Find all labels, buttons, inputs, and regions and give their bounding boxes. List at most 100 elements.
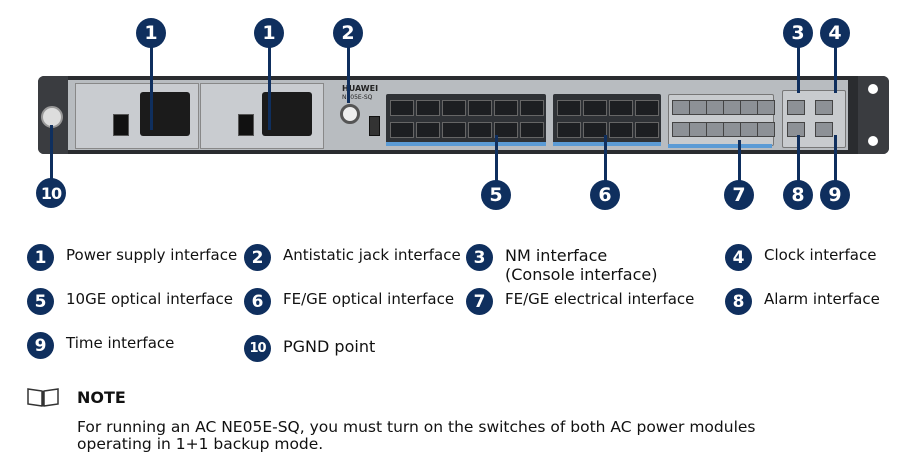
legend-item-8: 8 Alarm interface [725, 288, 880, 315]
leader-line [738, 140, 741, 181]
sfp-port [494, 122, 518, 138]
usb-port [369, 116, 380, 136]
ear-hole [868, 84, 878, 94]
sfp-port [635, 122, 659, 138]
leader-line [797, 45, 800, 93]
callout-8: 8 [783, 180, 813, 210]
rj45-port [672, 122, 690, 137]
leader-line [50, 125, 53, 180]
sfp-port [416, 100, 440, 116]
legend-label: Power supply interface [66, 246, 238, 264]
sfp-port [494, 100, 518, 116]
rj45-port [787, 100, 805, 115]
sfp-port [520, 100, 544, 116]
book-icon [26, 386, 60, 412]
legend-item-1: 1 Power supply interface [27, 244, 237, 271]
sfp-port [557, 122, 581, 138]
callout-7: 7 [724, 180, 754, 210]
sfp-port [609, 122, 633, 138]
power-switch-2 [238, 114, 254, 136]
legend-item-7: 7 FE/GE electrical interface [466, 288, 694, 315]
leader-line [604, 135, 607, 181]
rj45-port [689, 100, 707, 115]
legend-item-2: 2 Antistatic jack interface [244, 244, 461, 271]
model-label: NE05E-SQ [342, 94, 373, 101]
legend-label: NM interface (Console interface) [505, 246, 658, 284]
legend-label: Antistatic jack interface [283, 246, 461, 264]
legend-badge: 3 [466, 244, 493, 271]
callout-3: 3 [783, 18, 813, 48]
rj45-port [757, 100, 775, 115]
legend-label: Time interface [66, 334, 175, 352]
rj45-port [740, 100, 758, 115]
sfp-port [442, 100, 466, 116]
leader-line [268, 45, 271, 130]
legend-item-3: 3 NM interface (Console interface) [466, 244, 657, 284]
sfp-port [583, 122, 607, 138]
rj45-port [672, 100, 690, 115]
rj45-port [815, 122, 833, 137]
sfp-port [442, 122, 466, 138]
leader-line [834, 135, 837, 181]
rj45-port [689, 122, 707, 137]
legend-badge: 10 [244, 335, 271, 362]
note-text: For running an AC NE05E-SQ, you must tur… [77, 418, 756, 453]
legend-badge: 8 [725, 288, 752, 315]
rj45-port [757, 122, 775, 137]
sfp-port [468, 122, 492, 138]
legend-badge: 2 [244, 244, 271, 271]
legend-badge: 1 [27, 244, 54, 271]
sfp-port [520, 122, 544, 138]
port-label-strip [386, 142, 546, 146]
rj45-port [723, 122, 741, 137]
legend-badge: 9 [27, 332, 54, 359]
ear-hole [868, 136, 878, 146]
leader-line [150, 45, 153, 130]
legend-badge: 4 [725, 244, 752, 271]
legend-badge: 6 [244, 288, 271, 315]
sfp-port [635, 100, 659, 116]
legend-item-5: 5 10GE optical interface [27, 288, 233, 315]
power-switch-1 [113, 114, 129, 136]
power-socket-1 [140, 92, 190, 136]
sfp-port [557, 100, 581, 116]
callout-4: 4 [820, 18, 850, 48]
legend-badge: 5 [27, 288, 54, 315]
leader-line [834, 45, 837, 93]
sfp-port [609, 100, 633, 116]
legend-item-6: 6 FE/GE optical interface [244, 288, 454, 315]
legend-item-4: 4 Clock interface [725, 244, 876, 271]
port-label-strip [668, 144, 772, 148]
sfp-port [390, 122, 414, 138]
note-title: NOTE [77, 388, 126, 407]
callout-6: 6 [590, 180, 620, 210]
legend-item-10: 10 PGND point [244, 335, 375, 362]
rj45-port [787, 122, 805, 137]
callout-10: 10 [36, 178, 66, 208]
leader-line [797, 135, 800, 181]
callout-2: 2 [333, 18, 363, 48]
legend-label: FE/GE electrical interface [505, 290, 695, 308]
callout-5: 5 [481, 180, 511, 210]
legend-label: PGND point [283, 337, 376, 356]
legend-item-9: 9 Time interface [27, 332, 174, 359]
legend-label: FE/GE optical interface [283, 290, 455, 308]
rj45-port [815, 100, 833, 115]
rj45-port [706, 122, 724, 137]
rj45-port [740, 122, 758, 137]
rj45-port [706, 100, 724, 115]
sfp-port [468, 100, 492, 116]
sfp-port [390, 100, 414, 116]
sfp-port [583, 100, 607, 116]
callout-1b: 1 [254, 18, 284, 48]
leader-line [347, 45, 350, 103]
legend-label: 10GE optical interface [66, 290, 233, 308]
brand-label: HUAWEI [342, 84, 379, 93]
callout-1a: 1 [136, 18, 166, 48]
legend-badge: 7 [466, 288, 493, 315]
leader-line [495, 135, 498, 181]
port-label-strip [553, 142, 661, 146]
legend-label: Clock interface [764, 246, 877, 264]
antistatic-jack [340, 104, 360, 124]
rj45-port [723, 100, 741, 115]
